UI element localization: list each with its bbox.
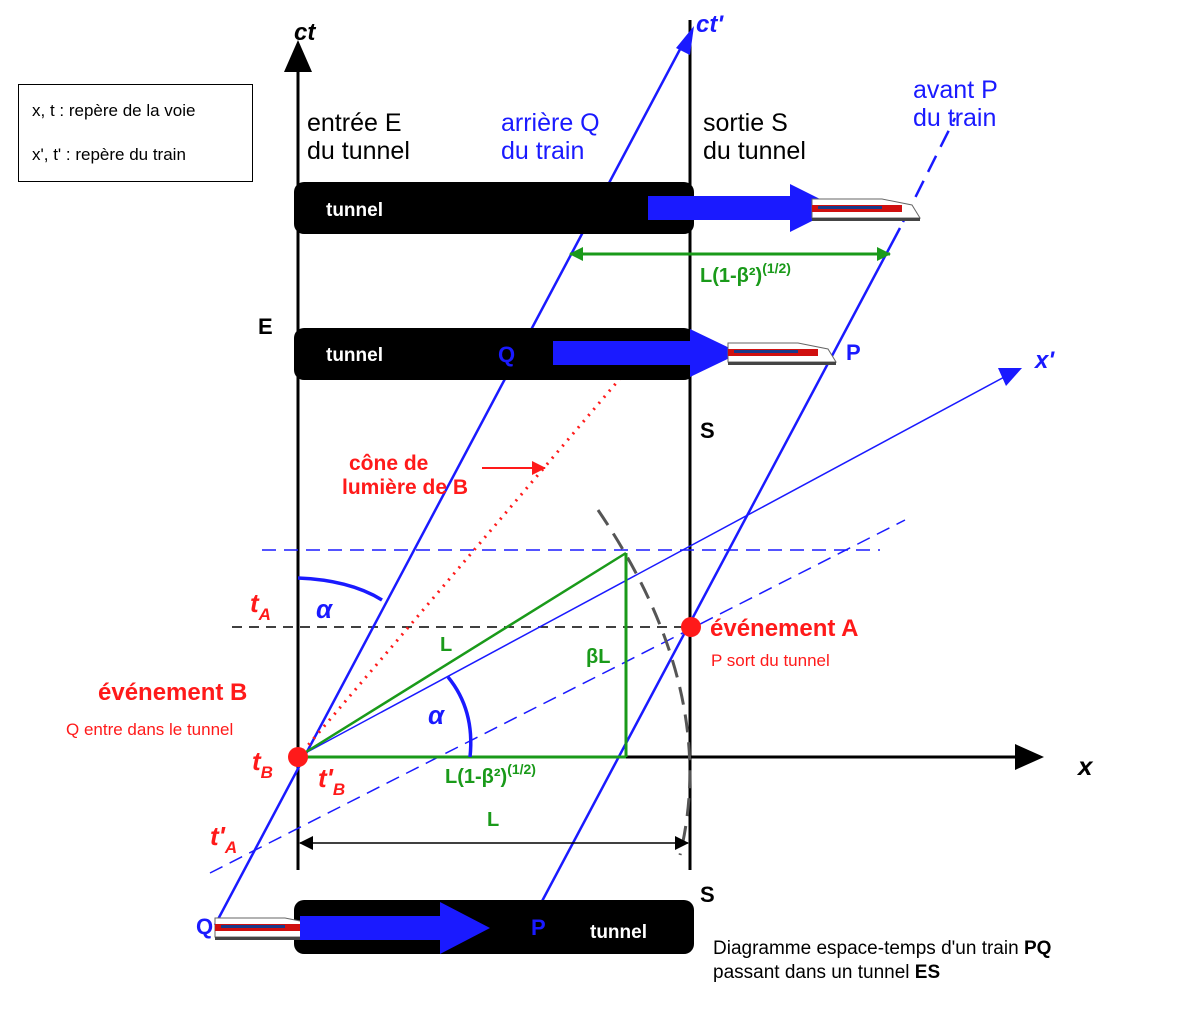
q-label-middle: Q bbox=[498, 342, 515, 367]
tunnel-top-label: tunnel bbox=[326, 200, 383, 221]
beta-l-label: βL bbox=[586, 646, 610, 668]
legend-line-1: x, t : repère de la voie bbox=[32, 101, 196, 120]
exit-label-1: sortie S bbox=[703, 109, 788, 137]
x-prime-label: x' bbox=[1033, 347, 1055, 374]
hypotenuse-label: L bbox=[440, 634, 452, 656]
rear-label-2: du train bbox=[501, 137, 584, 165]
light-cone-label-1: cône de bbox=[349, 452, 428, 475]
entry-label-1: entrée E bbox=[307, 109, 402, 137]
dashed-arc bbox=[596, 509, 692, 856]
tunnel-middle-label: tunnel bbox=[326, 345, 383, 366]
t-b-label: tB bbox=[252, 746, 273, 782]
event-a-label: événement A bbox=[710, 615, 859, 642]
caption-line-2-bold: ES bbox=[914, 962, 941, 983]
ct-prime-label: ct' bbox=[696, 11, 724, 38]
tunnel-top bbox=[294, 182, 694, 234]
ct-axis-arrowhead bbox=[284, 40, 312, 72]
train-middle bbox=[727, 342, 837, 365]
event-b-dot bbox=[288, 747, 308, 767]
t-a-label: tA bbox=[250, 588, 271, 624]
blue-dashed-parallel bbox=[209, 519, 906, 874]
caption: Diagramme espace-temps d'un train PQ pas… bbox=[713, 937, 1051, 985]
tunnel-bottom-label: tunnel bbox=[590, 922, 647, 943]
hypotenuse-line bbox=[297, 551, 627, 759]
tunnel-bottom bbox=[294, 900, 694, 954]
x-prime-axis bbox=[297, 374, 1009, 758]
p-label-middle: P bbox=[846, 340, 861, 365]
train-bottom bbox=[214, 917, 324, 940]
alpha-label-bottom: α bbox=[428, 700, 446, 730]
tp-a-label: t'A bbox=[210, 821, 237, 857]
q-label-bottom: Q bbox=[196, 914, 213, 939]
light-cone-line bbox=[296, 354, 642, 758]
legend-box: x, t : repère de la voie x', t' : repère… bbox=[18, 84, 253, 182]
rear-label-1: arrière Q bbox=[501, 109, 600, 137]
e-label: E bbox=[258, 314, 273, 339]
alpha-arc-top bbox=[297, 576, 383, 602]
train-arrow-middle bbox=[553, 329, 740, 377]
alpha-arc-bottom bbox=[446, 675, 473, 758]
caption-line-1-text: Diagramme espace-temps d'un train bbox=[713, 938, 1024, 959]
train-arrow-top bbox=[648, 184, 838, 232]
contracted-length-label-base: L(1-β²)(1/2) bbox=[445, 761, 536, 788]
x-axis-label: x bbox=[1076, 751, 1094, 781]
train-top bbox=[811, 198, 921, 221]
front-label-1: avant P bbox=[913, 76, 998, 104]
tunnel-length-label: L bbox=[487, 809, 499, 831]
front-p-worldline bbox=[538, 227, 902, 906]
p-label-bottom: P bbox=[531, 915, 546, 940]
exit-label-2: du tunnel bbox=[703, 137, 806, 165]
caption-line-2: passant dans un tunnel ES bbox=[713, 961, 1051, 985]
caption-line-2-text: passant dans un tunnel bbox=[713, 962, 915, 983]
s-label-lower: S bbox=[700, 882, 715, 907]
s-label-upper: S bbox=[700, 418, 715, 443]
caption-line-1: Diagramme espace-temps d'un train PQ bbox=[713, 937, 1051, 961]
ct-prime-arrowhead bbox=[676, 26, 694, 55]
legend-line-2: x', t' : repère du train bbox=[32, 145, 186, 164]
front-p-worldline-dashed bbox=[901, 117, 957, 223]
event-a-dot bbox=[681, 617, 701, 637]
caption-line-1-bold: PQ bbox=[1023, 938, 1052, 959]
tp-b-label: t'B bbox=[318, 763, 345, 799]
event-b-description: Q entre dans le tunnel bbox=[66, 720, 233, 739]
ct-axis-label: ct bbox=[294, 19, 316, 46]
x-axis-arrowhead bbox=[1015, 744, 1044, 770]
alpha-label-top: α bbox=[316, 594, 334, 624]
event-a-description: P sort du tunnel bbox=[711, 651, 830, 670]
train-arrow-bottom bbox=[300, 902, 490, 954]
front-label-2: du train bbox=[913, 104, 996, 132]
contracted-length-label-top: L(1-β²)(1/2) bbox=[700, 260, 791, 287]
x-prime-arrowhead bbox=[998, 368, 1022, 386]
event-b-label: événement B bbox=[98, 679, 247, 706]
light-cone-label-2: lumière de B bbox=[342, 476, 468, 499]
entry-label-2: du tunnel bbox=[307, 137, 410, 165]
